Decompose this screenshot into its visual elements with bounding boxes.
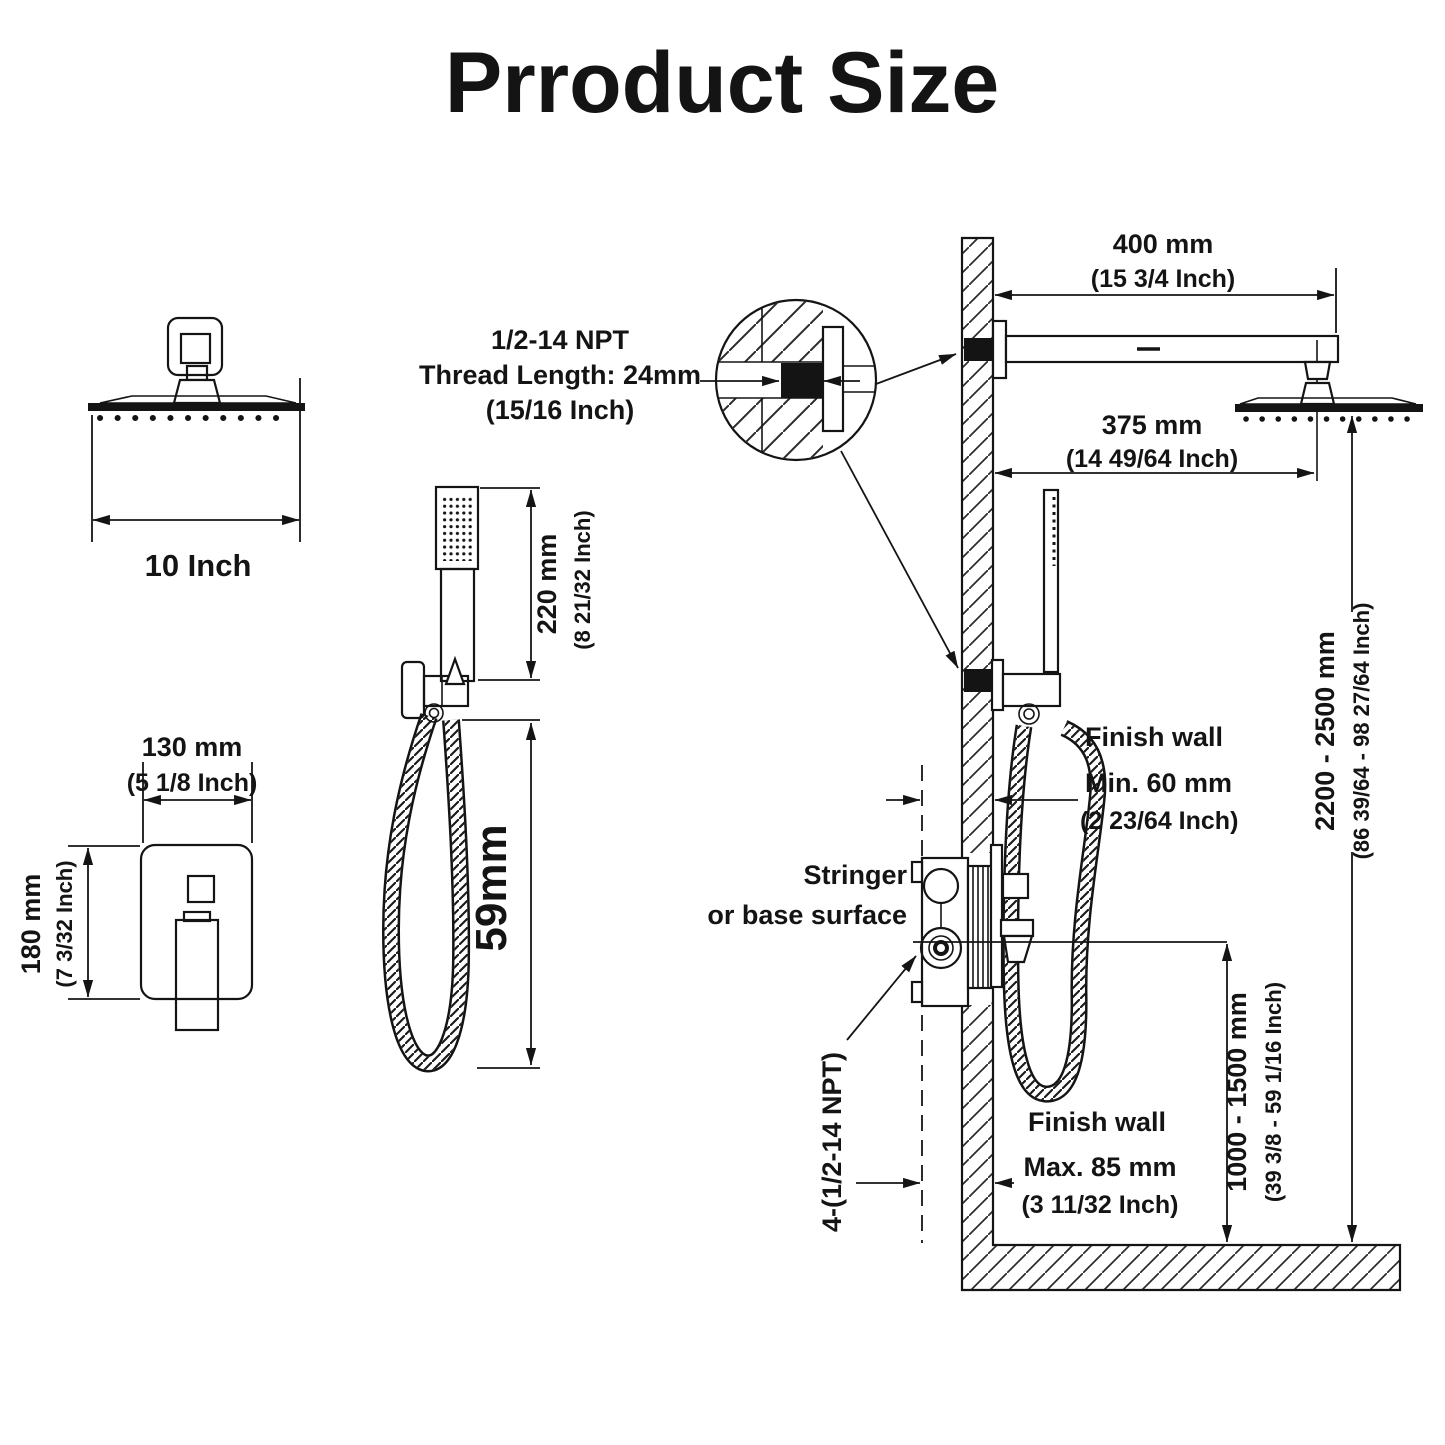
head-height-range-in: (86 39/64 - 98 27/64 Inch) [1349, 603, 1374, 860]
valve-trim-front-view: 130 mm (5 1/8 Inch) 180 mm (7 3/32 Inch) [16, 732, 258, 1032]
thread-spec-line3: (15/16 Inch) [486, 395, 635, 425]
thread-spec-line2: Thread Length: 24mm [419, 360, 701, 390]
head-height-range-mm: 2200 - 2500 mm [1310, 631, 1340, 831]
install-hose-loop [1002, 720, 1107, 1103]
head-offset-mm: 375 mm [1102, 410, 1203, 440]
npt-ports-label: 4-(1/2-14 NPT) [817, 1052, 847, 1232]
arm-thread-block [964, 338, 992, 361]
valve-height-mm: 180 mm [16, 874, 46, 975]
handheld-shower-view: 220 mm (8 21/32 Inch) 59mm [381, 485, 595, 1073]
valve-height-range-mm: 1000 - 1500 mm [1222, 992, 1252, 1192]
head-width-label: 10 Inch [145, 548, 252, 583]
holder-thread-block [964, 669, 992, 692]
thread-spec-line1: 1/2-14 NPT [491, 325, 630, 355]
leader-to-holder-thread [840, 450, 959, 669]
finish-wall-bottom-label: Finish wall [1028, 1107, 1166, 1137]
hose-drop-label: 59mm [467, 824, 516, 951]
rough-in-valve [910, 843, 1035, 1008]
arm-length-in: (15 3/4 Inch) [1091, 265, 1236, 293]
installation-section-view: 400 mm (15 3/4 Inch) 375 mm (14 49/64 In… [707, 229, 1423, 1292]
valve-inlet-port [919, 926, 963, 970]
thread-section-block [781, 363, 822, 398]
handheld-holder [1001, 672, 1062, 708]
rain-head-plate [1235, 404, 1423, 412]
arm-length-mm: 400 mm [1113, 229, 1214, 259]
leader-to-arm-thread [875, 353, 957, 385]
valve-width-in: (5 1/8 Inch) [127, 769, 258, 797]
thread-detail-callout: 1/2-14 NPT Thread Length: 24mm (15/16 In… [419, 298, 959, 669]
min-depth-in: (2 23/64 Inch) [1080, 807, 1238, 835]
rain-head-side-view: 10 Inch [88, 316, 305, 583]
valve-height-range-in: (39 3/8 - 59 1/16 Inch) [1261, 982, 1286, 1202]
install-handheld-wand [1042, 488, 1060, 674]
max-depth-in: (3 11/32 Inch) [1021, 1191, 1178, 1219]
max-depth-mm: Max. 85 mm [1023, 1152, 1176, 1182]
hose-loop [381, 713, 471, 1073]
valve-width-mm: 130 mm [142, 732, 243, 762]
valve-height-in: (7 3/32 Inch) [52, 860, 77, 987]
stringer-label-line1: Stringer [803, 860, 907, 890]
finish-wall-top-label: Finish wall [1085, 722, 1223, 752]
head-offset-in: (14 49/64 Inch) [1066, 445, 1238, 473]
wand-length-in: (8 21/32 Inch) [570, 510, 595, 649]
finish-wall-and-floor [960, 236, 1402, 1292]
stringer-label-line2: or base surface [707, 900, 907, 930]
spray-face-dots [442, 497, 472, 561]
npt-leader [846, 955, 917, 1041]
min-depth-mm: Min. 60 mm [1085, 768, 1232, 798]
shower-arm [1004, 334, 1340, 364]
wand-length-mm: 220 mm [532, 534, 562, 635]
page-title: Prroduct Size [445, 35, 999, 131]
